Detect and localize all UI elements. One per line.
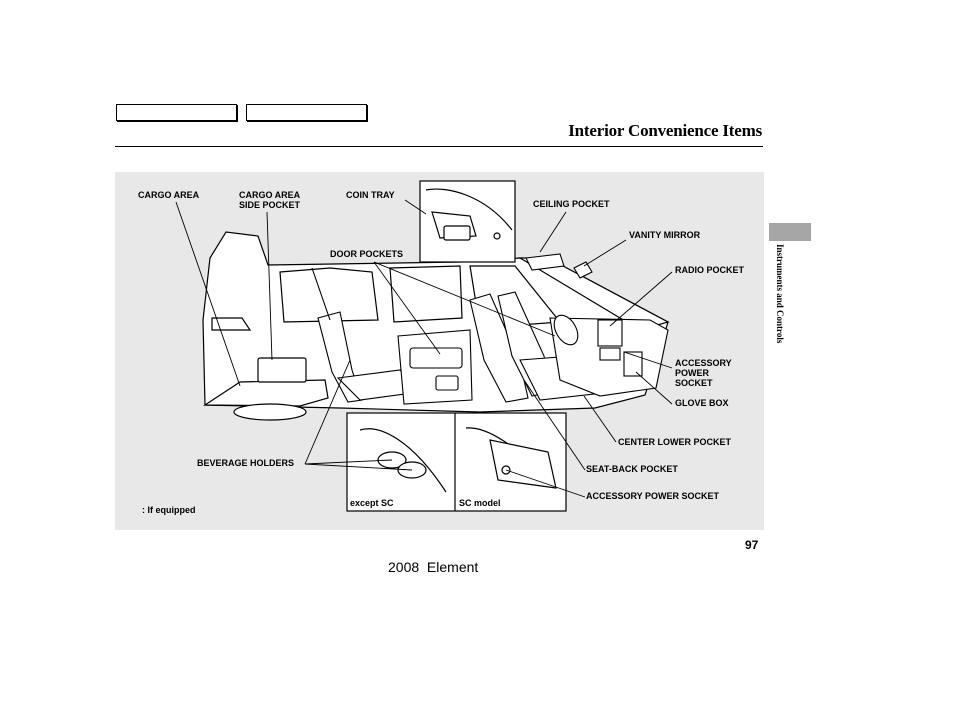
label-center-lower-pocket: CENTER LOWER POCKET [618,437,732,447]
section-tab[interactable] [769,223,811,241]
label-beverage-holders: BEVERAGE HOLDERS [197,458,295,468]
nav-box-left[interactable] [116,104,237,121]
label-radio-pocket: RADIO POCKET [675,265,745,275]
page-footer: 2008 Element [388,559,479,575]
section-tab-label: Instruments and Controls [775,244,785,344]
page-title: Interior Convenience Items [568,121,762,140]
label-cargo-side-pocket: CARGO AREA SIDE POCKET [239,190,301,210]
label-accessory-power-socket-2: ACCESSORY POWER SOCKET [586,491,720,501]
label-vanity-mirror: VANITY MIRROR [629,230,701,240]
label-seat-back-pocket: SEAT-BACK POCKET [586,464,678,474]
beverage-inset [346,412,567,512]
door-pocket-rear [397,329,473,405]
page-number: 97 [745,538,759,552]
dashboard [549,314,669,397]
label-cargo-area: CARGO AREA [138,190,200,200]
title-rule [115,146,763,147]
label-ceiling-pocket: CEILING POCKET [533,199,610,209]
label-if-equipped: : If equipped [142,505,196,515]
label-sc-model: SC model [459,498,501,508]
nav-box-right[interactable] [246,104,367,121]
label-door-pockets: DOOR POCKETS [330,249,404,259]
coin-tray-inset [419,180,516,263]
label-coin-tray: COIN TRAY [346,190,395,200]
label-glove-box: GLOVE BOX [675,398,729,408]
ceiling-pocket [525,253,593,279]
leader-lines [175,199,673,498]
label-accessory-power-socket: ACCESSORY POWER SOCKET [675,358,732,388]
cargo-floor-panel [203,357,329,421]
label-except-sc: except SC [350,498,394,508]
